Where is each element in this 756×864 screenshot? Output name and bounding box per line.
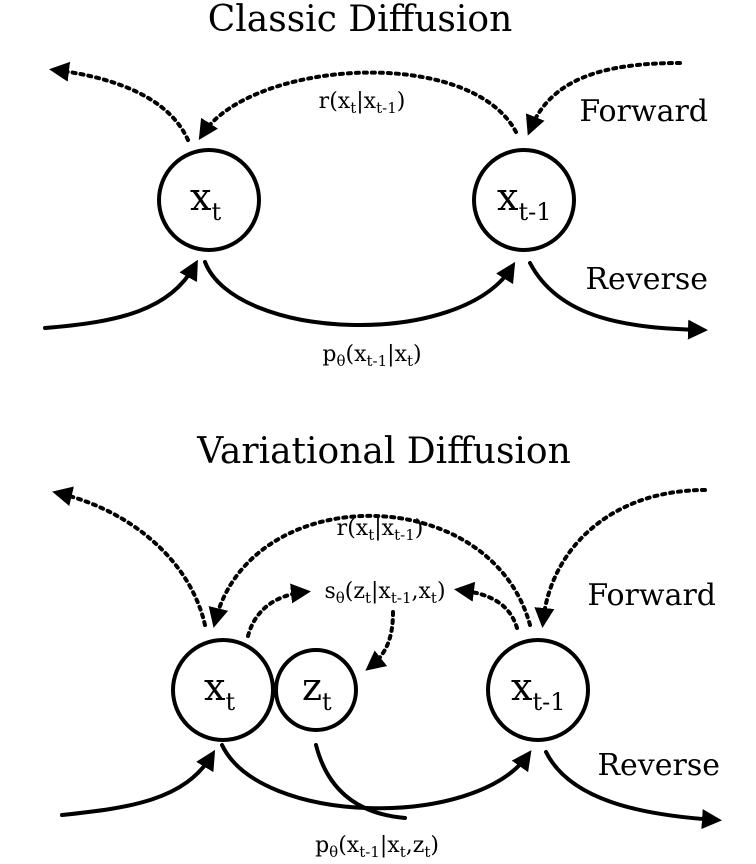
classic-forward-arrow-in — [525, 61, 682, 136]
variational-reverse-arrow-in — [60, 749, 216, 817]
classic-diffusion-panel: Classic Diffusion xt xt-1 r(xt|xt-1) pθ(… — [43, 0, 708, 370]
variational-latent-edge-label: sθ(zt|xt-1,xt) — [324, 579, 445, 607]
variational-latent-arrow-to-zt — [365, 610, 395, 671]
classic-forward-arrow-middle — [198, 70, 518, 141]
variational-reverse-edge-label: pθ(xt-1|xt,zt) — [315, 833, 439, 861]
variational-forward-label: Forward — [587, 578, 716, 613]
variational-forward-edge-label: r(xt|xt-1) — [337, 516, 424, 544]
classic-node-xt1: xt-1 — [472, 148, 576, 252]
classic-forward-edge-label: r(xt|xt-1) — [319, 89, 406, 117]
classic-reverse-arrow-middle — [203, 260, 516, 328]
classic-forward-label: Forward — [579, 94, 708, 129]
variational-reverse-zt-merge — [314, 743, 407, 820]
variational-reverse-arrow-out — [544, 750, 722, 830]
classic-reverse-edge-label: pθ(xt-1|xt) — [322, 342, 421, 370]
variational-latent-arrow-from-xt — [246, 583, 311, 638]
svg-text:xt: xt — [190, 175, 221, 226]
classic-reverse-label: Reverse — [585, 262, 708, 297]
variational-reverse-label: Reverse — [597, 748, 720, 783]
svg-text:xt: xt — [204, 665, 235, 716]
classic-reverse-arrow-in — [43, 259, 198, 330]
classic-forward-arrow-out — [49, 61, 190, 142]
svg-text:xt-1: xt-1 — [497, 175, 551, 226]
variational-node-xt1: xt-1 — [486, 638, 590, 742]
svg-text:zt: zt — [302, 665, 332, 716]
variational-title: Variational Diffusion — [196, 431, 571, 472]
variational-forward-arrow-middle — [208, 513, 532, 628]
variational-forward-arrow-in — [534, 488, 707, 628]
variational-node-xt: xt — [171, 638, 275, 742]
svg-text:xt-1: xt-1 — [511, 665, 565, 716]
variational-reverse-arrow-middle — [220, 743, 532, 811]
variational-node-zt: zt — [274, 648, 358, 732]
variational-diffusion-panel: Variational Diffusion xt zt — [52, 431, 722, 861]
classic-reverse-arrow-out — [528, 261, 708, 340]
classic-node-xt: xt — [157, 148, 261, 252]
variational-forward-arrow-out — [52, 486, 207, 627]
variational-latent-arrow-from-xt1 — [454, 581, 519, 630]
classic-title: Classic Diffusion — [208, 0, 513, 40]
